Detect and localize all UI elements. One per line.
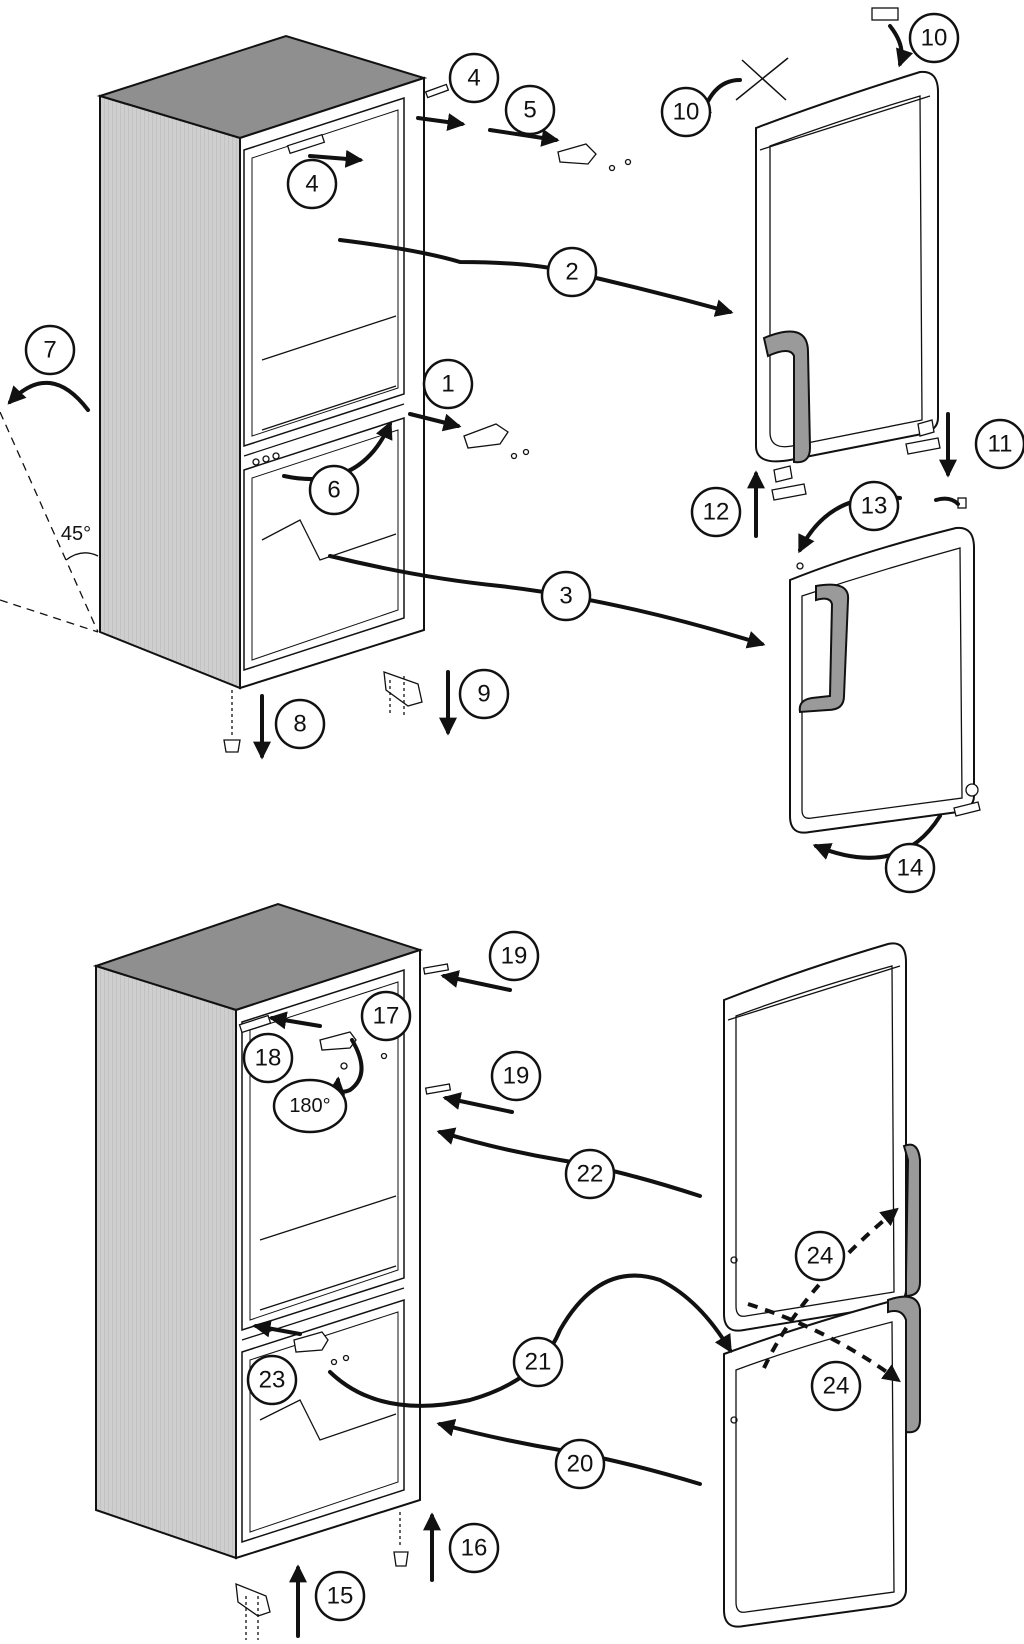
step-number: 20	[567, 1451, 594, 1478]
step-callout-s24a: 24	[794, 1230, 846, 1282]
step-circle	[564, 1148, 616, 1200]
step-number: 9	[477, 681, 490, 708]
step-callout-s9: 9	[458, 668, 510, 720]
step-callout-s21: 21	[512, 1336, 564, 1388]
step-number: 19	[501, 943, 528, 970]
step-circle	[360, 990, 412, 1042]
step-circle	[810, 1360, 862, 1412]
step-callout-s19b: 19	[490, 1050, 542, 1102]
step-circle	[554, 1438, 606, 1490]
rotate-180-callout: 180°	[272, 1078, 348, 1134]
step-number: 21	[525, 1349, 552, 1376]
fridge-top	[96, 34, 428, 690]
step-number: 19	[503, 1063, 530, 1090]
step-number: 24	[807, 1243, 834, 1270]
step-number: 7	[43, 337, 56, 364]
step-circle	[286, 158, 338, 210]
step-circle	[24, 324, 76, 376]
step-callout-s14: 14	[884, 842, 936, 894]
step-callout-s19a: 19	[488, 930, 540, 982]
step-callout-s20: 20	[554, 1438, 606, 1490]
step-circle	[448, 1522, 500, 1574]
step-circle	[488, 930, 540, 982]
step-circle	[690, 486, 742, 538]
step-number: 23	[259, 1367, 286, 1394]
step-callout-s10a: 10	[660, 86, 712, 138]
step-callout-s6: 6	[308, 464, 360, 516]
step-callout-s22: 22	[564, 1148, 616, 1200]
step-callout-s7: 7	[24, 324, 76, 376]
step-circle	[794, 1230, 846, 1282]
step-number: 11	[988, 431, 1013, 458]
step-callout-s18: 18	[242, 1032, 294, 1084]
step-callout-s1: 1	[422, 358, 474, 410]
step-circle	[308, 464, 360, 516]
step-callout-s2: 2	[546, 246, 598, 298]
step-callout-s3: 3	[540, 570, 592, 622]
step-callout-s12: 12	[690, 486, 742, 538]
hinge-parts-top	[223, 57, 981, 817]
step-circle	[242, 1032, 294, 1084]
step-number: 17	[373, 1003, 400, 1030]
step-circle	[908, 12, 960, 64]
step-number: 4	[305, 171, 318, 198]
step-number: 13	[861, 493, 888, 520]
step-callout-s15: 15	[314, 1570, 366, 1622]
step-callout-s23: 23	[246, 1354, 298, 1406]
step-number: 8	[293, 711, 306, 738]
step-circle	[422, 358, 474, 410]
step-callout-s5: 5	[504, 84, 556, 136]
freezer-door-bottom	[723, 1295, 921, 1628]
fridge-door-bottom	[723, 942, 921, 1332]
tilt-angle-label: 45°	[61, 523, 91, 545]
step-number: 12	[703, 499, 730, 526]
step-callout-s11: 11	[974, 418, 1024, 470]
step-circle	[274, 698, 326, 750]
step-circle	[448, 52, 500, 104]
step-circle	[884, 842, 936, 894]
step-number: 5	[523, 97, 536, 124]
step-number: 4	[467, 65, 480, 92]
step-circle	[848, 480, 900, 532]
step-number: 3	[559, 583, 572, 610]
step-callout-s13: 13	[848, 480, 900, 532]
step-number: 10	[921, 25, 948, 52]
step-number: 10	[673, 99, 700, 126]
freezer-door-top	[789, 526, 975, 834]
tilt-guide: 45°	[0, 380, 99, 633]
step-number: 24	[823, 1373, 850, 1400]
step-callout-s8: 8	[274, 698, 326, 750]
step-circle	[540, 570, 592, 622]
hinge-parts-bottom	[235, 963, 452, 1640]
step-number: 22	[577, 1161, 604, 1188]
step-number: 18	[255, 1045, 282, 1072]
step-circle	[660, 86, 712, 138]
step-circle	[314, 1570, 366, 1622]
step-circle	[458, 668, 510, 720]
step-callout-s4a: 4	[448, 52, 500, 104]
step-number: 6	[327, 477, 340, 504]
step-number: 14	[897, 855, 924, 882]
step-number: 15	[327, 1583, 354, 1610]
step-number: 16	[461, 1535, 488, 1562]
step-callout-s4b: 4	[286, 158, 338, 210]
step-callout-s17: 17	[360, 990, 412, 1042]
step-circle	[504, 84, 556, 136]
rotate-angle-label: 180°	[289, 1095, 330, 1117]
step-circle	[512, 1336, 564, 1388]
step-callout-s10b: 10	[908, 12, 960, 64]
step-number: 1	[441, 371, 454, 398]
step-circle	[546, 246, 598, 298]
step-circle	[974, 418, 1024, 470]
step-circle	[490, 1050, 542, 1102]
step-callout-s24b: 24	[810, 1360, 862, 1412]
step-callout-s16: 16	[448, 1522, 500, 1574]
step-circle	[246, 1354, 298, 1406]
fridge-door-top	[755, 7, 939, 464]
arrows-bottom	[252, 970, 901, 1638]
step-number: 2	[565, 259, 578, 286]
